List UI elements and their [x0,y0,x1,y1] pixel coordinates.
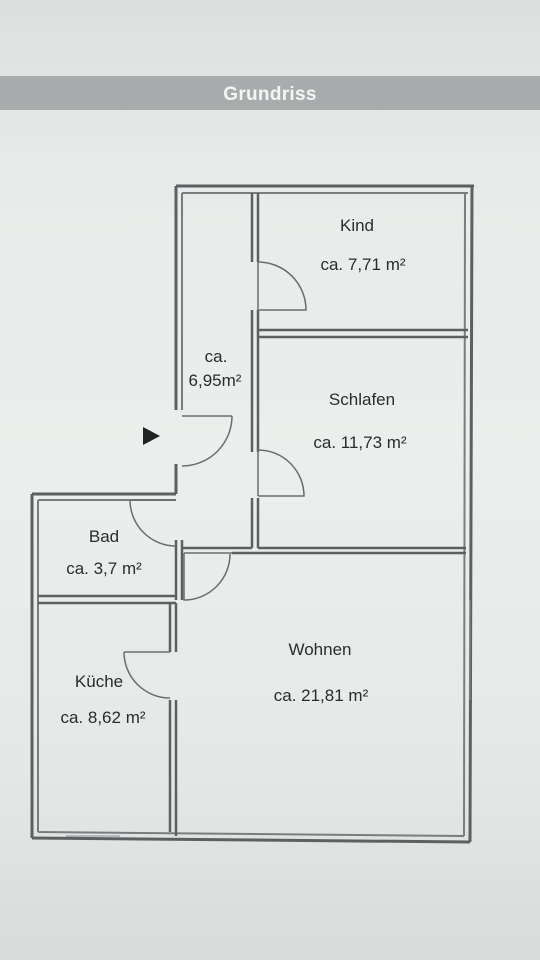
room-area-bad: ca. 3,7 m² [66,559,142,578]
door-kind-swing [257,261,307,311]
room-name-kind: Kind [339,216,375,235]
door-schlafen-swing [257,449,305,497]
room-name-kueche: Küche [74,672,124,691]
page-title: Grundriss [223,84,317,105]
room-area-wohnen: ca. 21,81 m² [273,686,369,705]
room-name-wohnen: Wohnen [288,640,352,659]
inner-bottom [37,831,465,837]
room-area-flur: 6,95m² [188,371,242,390]
door-bad-swing [129,499,177,547]
outer-wall-right [468,185,474,843]
room-area-schlafen: ca. 11,73 m² [313,433,407,452]
room-name-schlafen: Schlafen [328,390,396,409]
outer-wall-bottom [31,836,471,844]
room-area-kueche: ca. 8,62 m² [60,708,146,727]
room-area-kind: ca. 7,71 m² [320,255,406,274]
door-entry-swing [181,415,233,467]
room-name-flur: ca. [204,347,228,366]
room-name-bad: Bad [88,527,120,546]
door-kueche-swing [123,651,171,699]
inner-right [463,192,466,837]
door-wohnen-swing [183,553,231,601]
triangle-right-icon [143,427,160,445]
header-bar [0,76,540,110]
